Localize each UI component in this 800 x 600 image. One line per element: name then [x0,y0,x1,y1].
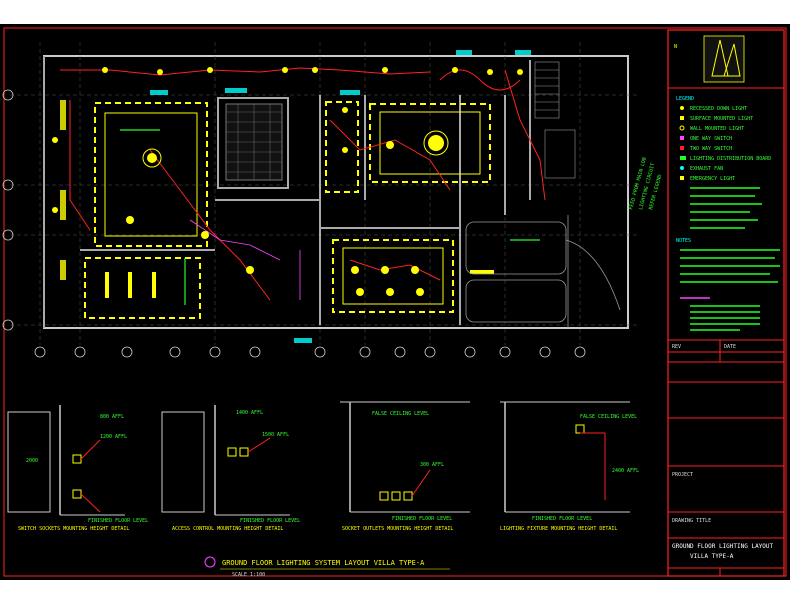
legend-heading: LEGEND [676,96,694,102]
detail-access-control: 1400 AFFL 1500 AFFL FINISHED FLOOR LEVEL… [161,405,300,532]
drawing-sheet [0,24,790,580]
legend-item: EMERGENCY LIGHT [690,176,735,182]
legend-item: EXHAUST FAN [690,166,723,172]
plan-title-block: GROUND FLOOR LIGHTING SYSTEM LAYOUT VILL… [204,556,450,578]
legend-item: LIGHTING DISTRIBUTION BOARD [690,156,771,162]
plan-scale: SCALE 1:100 [232,572,265,578]
svg-text:300 AFFL: 300 AFFL [420,462,444,468]
svg-text:2400 AFFL: 2400 AFFL [612,468,639,474]
light-fixtures [52,67,523,296]
notes-heading: NOTES [676,238,691,244]
sheet-border [3,27,787,577]
garage [465,215,621,328]
drawing-title-label: DRAWING TITLE [672,518,711,524]
detail-light-fixture: FALSE CEILING LEVEL 2400 AFFL FINISHED F… [500,401,639,532]
north-marker: N [674,44,677,50]
circuit-wiring [60,67,546,301]
revision-label: REV [672,344,681,350]
floor-plan: FEED FROM MAIN LDB LIGHTING CIRCUIT REFE… [2,42,663,358]
interior-walls [80,60,531,325]
schedule-rows [690,305,760,331]
svg-text:2000: 2000 [26,458,38,464]
detail-2-title: ACCESS CONTROL MOUNTING HEIGHT DETAIL [172,526,283,532]
power-runs [120,129,540,305]
ceiling-outlines [84,101,491,319]
project-label: PROJECT [672,472,693,478]
detail-4-title: LIGHTING FIXTURE MOUNTING HEIGHT DETAIL [500,526,617,532]
detail-switch-sockets: 800 AFFL 1200 AFFL 2000 FINISHED FLOOR L… [7,405,148,532]
title-block: N LEGEND RECESSED DOWN LIGHT SURFACE MOU… [667,29,785,577]
tube-fittings [105,270,494,298]
notes-lines [680,249,780,283]
legend-filler [690,187,762,229]
switch-wiring [189,219,301,300]
svg-text:FINISHED FLOOR LEVEL: FINISHED FLOOR LEVEL [240,518,300,524]
drawing-title: GROUND FLOOR LIGHTING LAYOUT [672,543,774,550]
fixture-rings [142,130,449,168]
date-label: DATE [724,344,736,350]
detail-3-title: SOCKET OUTLETS MOUNTING HEIGHT DETAIL [342,526,453,532]
svg-text:FALSE CEILING LEVEL: FALSE CEILING LEVEL [372,411,429,417]
svg-text:FINISHED FLOOR LEVEL: FINISHED FLOOR LEVEL [392,516,452,522]
svg-text:1400 AFFL: 1400 AFFL [236,410,263,416]
detail-1-title: SWITCH SOCKETS MOUNTING HEIGHT DETAIL [18,526,129,532]
drawing-subtitle: VILLA TYPE-A [690,553,734,560]
legend-item: SURFACE MOUNTED LIGHT [690,116,753,122]
plan-title: GROUND FLOOR LIGHTING SYSTEM LAYOUT VILL… [222,559,425,567]
company-logo: N [674,35,745,83]
svg-text:FALSE CEILING LEVEL: FALSE CEILING LEVEL [580,414,637,420]
dimension-marks [60,50,531,343]
svg-text:FINISHED FLOOR LEVEL: FINISHED FLOOR LEVEL [88,518,148,524]
side-stair [534,61,576,179]
svg-text:1200 AFFL: 1200 AFFL [100,434,127,440]
svg-text:800 AFFL: 800 AFFL [100,414,124,420]
legend-item: ONE WAY SWITCH [690,136,732,142]
detail-views: 800 AFFL 1200 AFFL 2000 FINISHED FLOOR L… [7,401,639,532]
legend-item: RECESSED DOWN LIGHT [690,106,747,112]
stair-void [225,103,283,181]
legend-item: TWO WAY SWITCH [690,146,732,152]
ceiling-inner-outlines [104,111,481,305]
svg-text:FINISHED FLOOR LEVEL: FINISHED FLOOR LEVEL [532,516,592,522]
legend-items: RECESSED DOWN LIGHT SURFACE MOUNTED LIGH… [679,106,771,182]
detail-socket-outlets: FALSE CEILING LEVEL 300 AFFL FINISHED FL… [340,401,470,532]
svg-text:1500 AFFL: 1500 AFFL [262,432,289,438]
legend-item: WALL MOUNTED LIGHT [690,126,744,132]
grid-bubbles [2,89,586,358]
